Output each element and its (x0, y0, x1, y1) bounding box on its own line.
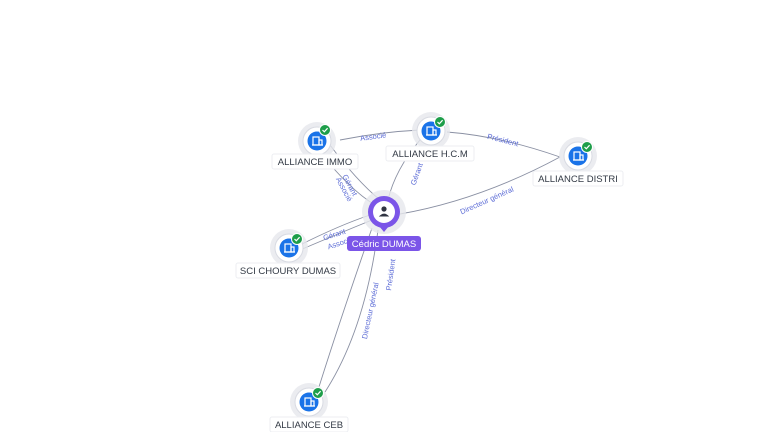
node-label-bg (269, 416, 349, 432)
person-pointer (379, 226, 389, 232)
company-node-alliance-hcm[interactable]: ALLIANCE H.C.M (385, 111, 475, 162)
person-avatar-inner (373, 201, 395, 223)
company-name: SCI CHOURY DUMAS (240, 266, 336, 277)
company-name: ALLIANCE IMMO (278, 157, 352, 168)
building-icon (558, 136, 598, 176)
company-name: ALLIANCE H.C.M (392, 149, 468, 160)
node-label-bg (532, 170, 624, 187)
verified-check-icon (291, 233, 303, 245)
person-name: Cédric DUMAS (352, 239, 416, 250)
company-node-alliance-immo[interactable]: ALLIANCE IMMO (271, 121, 359, 170)
building-icon (269, 228, 309, 268)
company-node-sci-choury-dumas[interactable]: SCI CHOURY DUMAS (235, 228, 341, 279)
edge-label-person-ceb-2: Directeur général (360, 281, 381, 339)
edge-person-ceb-1[interactable] (324, 229, 379, 393)
edge-label-person-ceb-1: Président (384, 258, 397, 292)
verified-check-icon (312, 387, 324, 399)
person-node[interactable]: Cédric DUMAS (347, 190, 421, 251)
verified-check-icon (319, 124, 331, 136)
edge-label-hcm-distri: Président (486, 132, 520, 149)
company-node-alliance-ceb[interactable]: ALLIANCE CEB (269, 382, 349, 432)
person-label-bg (347, 236, 421, 251)
edge-label-hcm-immo: Associé (360, 130, 387, 143)
node-label-bg (235, 262, 341, 279)
node-label-bg (385, 145, 475, 162)
edge-hcm-distri[interactable] (446, 131, 561, 158)
edge-person-distri[interactable] (399, 156, 561, 215)
edge-label-person-hcm: Gérant (409, 161, 426, 186)
company-name: ALLIANCE CEB (275, 420, 343, 431)
company-node-alliance-distri[interactable]: ALLIANCE DISTRI (532, 136, 624, 187)
node-label-bg (271, 153, 359, 170)
company-name: ALLIANCE DISTRI (538, 174, 618, 185)
edge-label-person-distri: Directeur général (459, 185, 516, 217)
person-icon (378, 206, 390, 217)
verified-check-icon (434, 116, 446, 128)
edge-person-ceb-2[interactable] (317, 227, 373, 391)
building-icon (289, 382, 329, 422)
verified-check-icon (581, 141, 593, 153)
building-icon (411, 111, 451, 151)
